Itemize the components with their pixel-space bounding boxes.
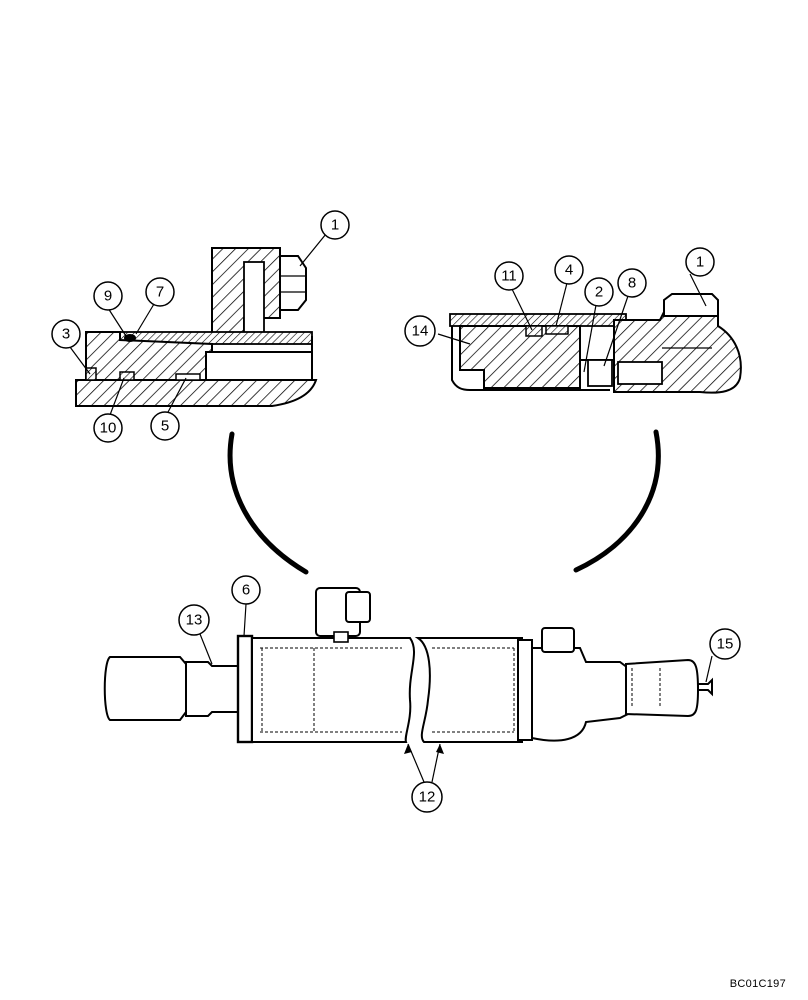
rod-eye [103,656,187,721]
right-barrel-wall [449,313,627,327]
callout-label: 9 [104,288,112,305]
callout-label: 3 [62,326,70,343]
callout-label: 14 [412,323,429,340]
cylinder-assembly [103,587,713,744]
callout-label: 13 [186,612,203,629]
base-end [531,647,629,742]
base-fitting [541,627,575,653]
document-code: BC01C197 [729,978,786,990]
callout-label: 5 [161,418,169,435]
callout-label: 1 [696,254,704,271]
leader-arrowheads [404,744,444,754]
piston-rod [185,661,241,717]
callout-14: 14 [404,315,436,347]
callout-7: 7 [145,277,175,307]
callout-label: 8 [628,275,636,292]
callout-label: 12 [419,789,436,806]
left-rod [75,379,318,407]
barrel-right [414,637,523,743]
callout-5: 5 [150,411,180,441]
callout-label: 6 [242,582,250,599]
callout-label: 11 [501,268,517,285]
callout-10: 10 [93,413,123,443]
nut-2 [587,359,613,387]
callout-6: 6 [231,575,261,605]
right-piston [459,325,581,389]
callout-9: 9 [93,281,123,311]
callout-15: 15 [709,628,741,660]
callouts: 1 9 7 3 10 5 11 4 [51,210,741,813]
left-magnify-arc [227,431,309,575]
top-port-fitting [345,591,371,623]
left-port-bore [243,261,265,337]
callout-2: 2 [584,277,614,307]
oring-9 [124,334,136,342]
callout-13: 13 [178,604,210,636]
callout-label: 10 [100,420,117,437]
seal-10 [119,371,135,381]
wear-ring-4 [545,325,569,335]
right-port-bore [617,361,663,385]
callout-4: 4 [554,255,584,285]
callout-12: 12 [411,781,443,813]
callout-1-right: 1 [685,247,715,277]
left-section-view [75,247,318,407]
callout-label: 4 [565,262,573,279]
left-fitting-hex [279,255,307,311]
callout-label: 15 [717,636,734,653]
gland-ring-6 [236,634,254,744]
barrel-band [517,639,533,741]
callout-1-left: 1 [320,210,350,240]
right-magnify-arc [573,429,661,573]
callout-label: 1 [331,217,339,234]
seal-3 [85,367,97,381]
callout-11: 11 [494,261,524,291]
seal-5 [175,373,201,381]
callout-label: 2 [595,284,603,301]
callout-3: 3 [51,319,81,349]
right-fitting-hex [663,293,719,317]
callout-8: 8 [617,268,647,298]
piston-seal-11 [525,325,543,337]
base-eye [625,658,700,718]
right-section-view [449,293,742,394]
grease-fitting-15 [697,677,713,697]
callout-label: 7 [156,284,164,301]
barrel-left [251,637,415,743]
